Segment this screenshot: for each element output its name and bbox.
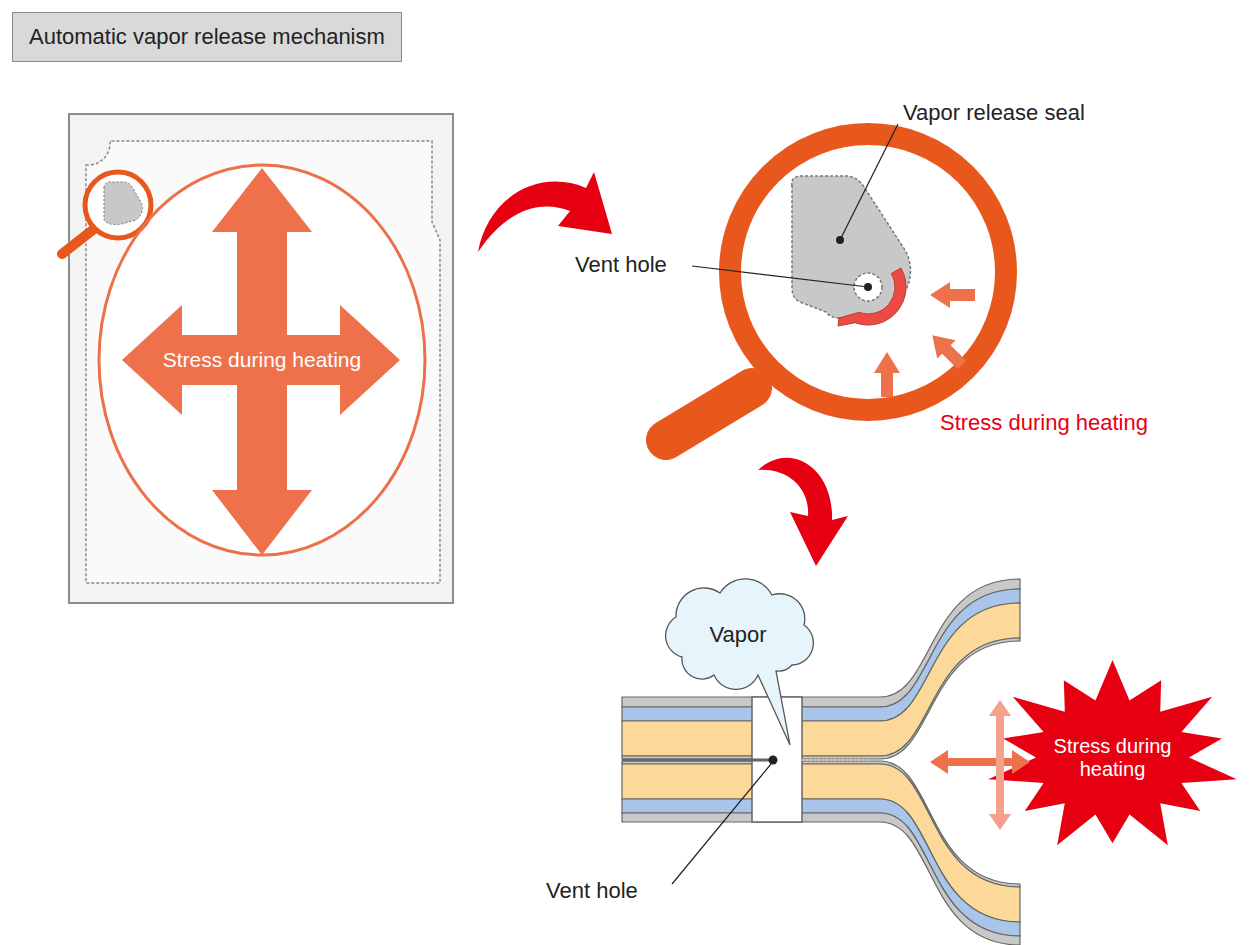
stress-ellipse: Stress during heating xyxy=(99,165,425,555)
vent-hole xyxy=(854,273,882,301)
film-layer xyxy=(622,813,1020,945)
leader-dot xyxy=(864,283,872,291)
magnifier-lens xyxy=(730,134,1006,410)
part-label: Vapor release seal xyxy=(903,100,1085,126)
leader-line xyxy=(692,266,868,287)
part-label: Vent hole xyxy=(575,252,667,278)
seal-line xyxy=(622,759,776,762)
stress-arrows xyxy=(874,282,975,397)
node-text: Stress during heating xyxy=(1043,735,1183,781)
cloud-shape xyxy=(666,579,814,745)
vapor-cloud: Vapor xyxy=(652,575,824,695)
leader-dot xyxy=(836,236,844,244)
magnifier-handle xyxy=(666,388,752,440)
leader-dot xyxy=(769,756,778,765)
curved-arrow xyxy=(478,172,612,252)
vapor-release-seal-small xyxy=(104,182,142,225)
stress-burst: Stress during heating xyxy=(985,660,1240,855)
stress-arrows xyxy=(930,700,1030,830)
stress-zone xyxy=(838,268,906,326)
stress-arrows xyxy=(122,168,400,555)
node-text: Stress during heating xyxy=(163,348,361,372)
pouch xyxy=(69,114,453,603)
opened-seal xyxy=(802,759,870,761)
magnifier-handle xyxy=(62,229,94,254)
pouch-seal-line xyxy=(86,141,440,583)
part-label: Vent hole xyxy=(546,878,638,904)
title: Automatic vapor release mechanism xyxy=(12,12,402,62)
vapor-release-seal xyxy=(792,176,911,318)
node-text: Vapor xyxy=(709,622,766,647)
part-label: Stress during heating xyxy=(940,410,1148,436)
leader-line xyxy=(840,124,898,240)
burst-shape xyxy=(988,660,1237,845)
leader-line xyxy=(672,764,771,884)
ellipse-outline xyxy=(99,165,425,555)
curved-arrow xyxy=(758,458,848,566)
